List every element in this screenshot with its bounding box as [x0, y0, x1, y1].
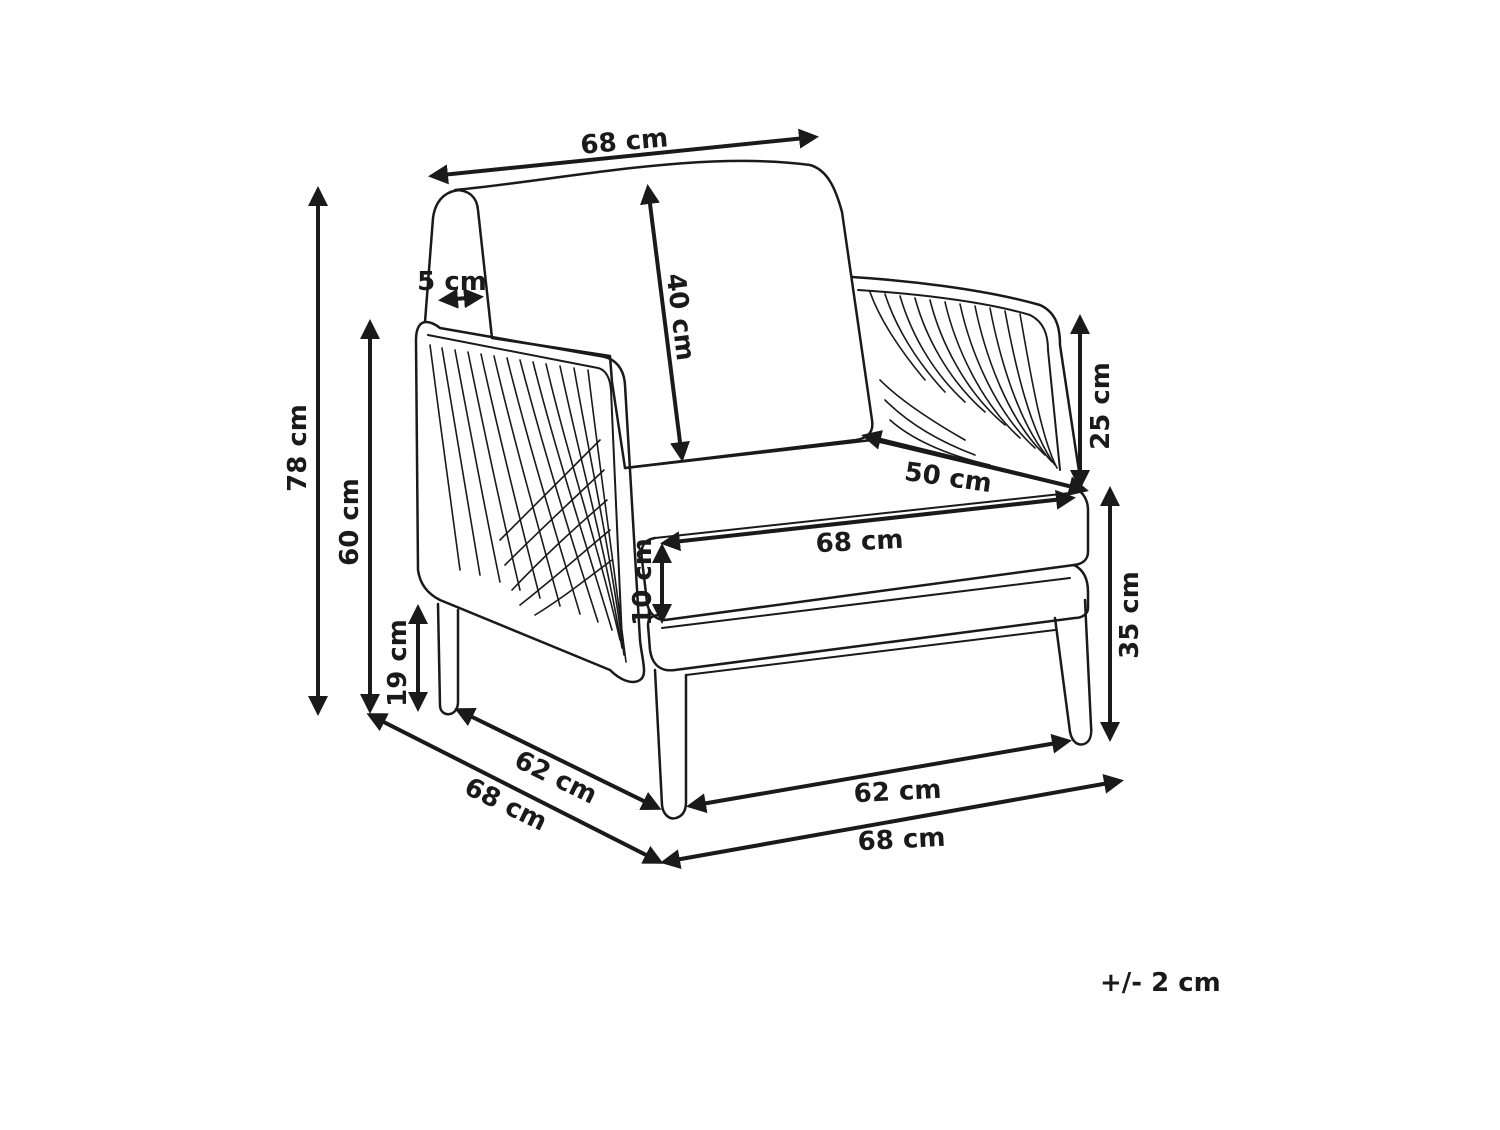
label-arm-thickness: 5 cm: [417, 267, 487, 297]
label-seat-height: 35 cm: [1115, 571, 1145, 659]
left-arm-weave: [429, 344, 627, 663]
back-frame-left: [423, 188, 464, 324]
left-arm-frame: [414, 320, 646, 684]
dimension-lines: [308, 128, 1124, 870]
label-inner-width: 62 cm: [853, 775, 942, 810]
dim-line-outer-width: [660, 773, 1124, 870]
label-back-height: 40 cm: [660, 272, 700, 363]
dim-line-seat-width: [660, 489, 1076, 552]
label-outer-width: 68 cm: [857, 823, 946, 858]
seat-frame-edge: [661, 577, 1071, 629]
left-arm-inner: [427, 334, 623, 641]
seat-frame: [646, 563, 1090, 672]
label-backrest-above-arm: 25 cm: [1086, 362, 1116, 450]
leg-front-right: [1053, 598, 1093, 746]
label-cushion-thickness: 10 cm: [628, 538, 658, 626]
label-seat-width: 68 cm: [815, 525, 904, 560]
tolerance-note: +/- 2 cm: [1100, 968, 1221, 998]
label-arm-height: 60 cm: [335, 478, 365, 566]
leg-back-left: [436, 602, 460, 716]
dim-line-outer-depth: [366, 713, 664, 864]
right-arm-frame: [850, 275, 1082, 480]
leg-front-left: [653, 668, 688, 820]
right-arm-inner: [857, 289, 1061, 471]
dim-line-back-height: [640, 184, 690, 462]
dim-line-seat-depth: [861, 430, 1089, 496]
leg-inner-rail: [685, 629, 1056, 676]
dim-line-back-width: [428, 128, 819, 185]
dimension-labels: 68 cm 40 cm 5 cm 78 cm 60 cm 19 cm 25 cm…: [283, 123, 1145, 857]
label-total-height: 78 cm: [283, 404, 313, 492]
right-arm-weave: [869, 291, 1058, 469]
dim-line-arm-thickness: [438, 288, 484, 309]
label-leg-height: 19 cm: [383, 619, 413, 707]
